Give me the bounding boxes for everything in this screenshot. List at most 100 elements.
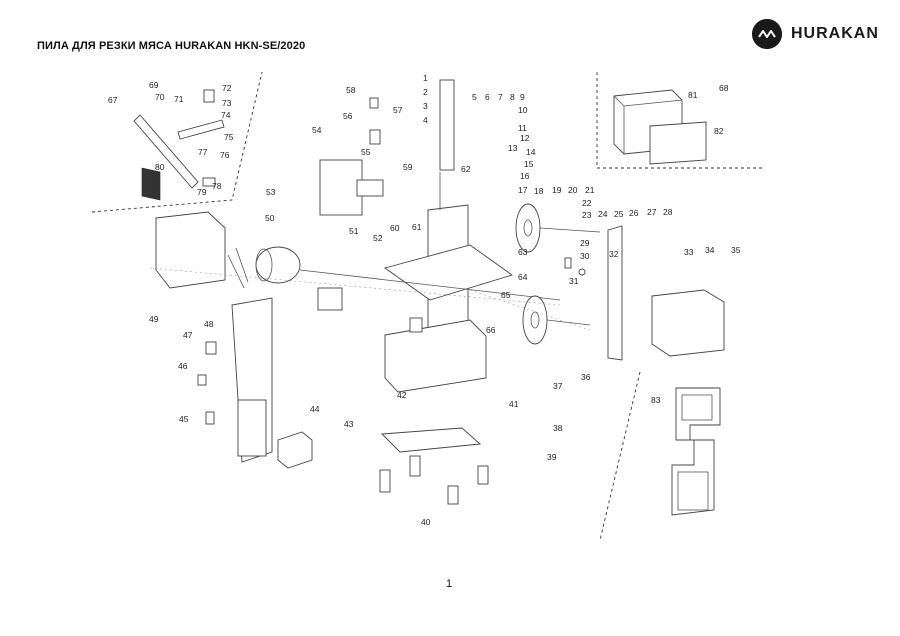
part-label: 4	[423, 115, 428, 125]
part-label: 19	[552, 185, 562, 195]
part-label: 36	[581, 372, 591, 382]
part-label: 1	[423, 73, 428, 83]
saw-body-drawing	[299, 79, 561, 393]
small-parts-drawing	[197, 97, 586, 425]
part-label: 52	[373, 233, 383, 243]
part-label: 15	[524, 159, 534, 169]
hurakan-logo-icon	[752, 19, 782, 49]
part-label: 37	[553, 381, 563, 391]
part-label: 60	[390, 223, 400, 233]
part-label: 26	[629, 208, 639, 218]
part-label: 45	[179, 414, 189, 424]
inset-divider-top-left	[91, 71, 263, 213]
part-label: 25	[614, 209, 624, 219]
cabinet-drawing	[613, 89, 707, 165]
part-label: 75	[224, 132, 234, 142]
part-label: 54	[312, 125, 322, 135]
part-label: 49	[149, 314, 159, 324]
part-label: 31	[569, 276, 579, 286]
part-label: 44	[310, 404, 320, 414]
part-label: 64	[518, 272, 528, 282]
part-label: 56	[343, 111, 353, 121]
part-label: 7	[498, 92, 503, 102]
part-label: 17	[518, 185, 528, 195]
part-label: 73	[222, 98, 232, 108]
part-label: 48	[204, 319, 214, 329]
part-label: 33	[684, 247, 694, 257]
base-and-feet-drawing	[277, 427, 489, 505]
part-label: 76	[220, 150, 230, 160]
part-label: 34	[705, 245, 715, 255]
part-labels: 1 2 3 4 5 6 7 8 9 10 11 12 13 14 15 16 1…	[108, 73, 741, 527]
part-label: 79	[197, 187, 207, 197]
part-label: 62	[461, 164, 471, 174]
part-label: 66	[486, 325, 496, 335]
part-label: 47	[183, 330, 193, 340]
brand-name: HURAKAN	[791, 25, 879, 42]
part-label: 80	[155, 162, 165, 172]
part-label: 8	[510, 92, 515, 102]
part-label: 82	[714, 126, 724, 136]
part-label: 11	[518, 123, 527, 133]
part-label: 55	[361, 147, 371, 157]
part-label: 39	[547, 452, 557, 462]
part-label: 24	[598, 209, 608, 219]
part-label: 6	[485, 92, 490, 102]
part-label: 32	[609, 249, 619, 259]
part-label: 53	[266, 187, 276, 197]
part-label: 41	[509, 399, 519, 409]
brand-logo: HURAKAN	[752, 18, 879, 50]
motor-drawing	[227, 246, 301, 289]
part-label: 63	[518, 247, 528, 257]
part-label: 43	[344, 419, 354, 429]
blade-wheels-drawing	[515, 203, 601, 345]
left-side-panels	[155, 211, 273, 463]
part-label: 23	[582, 210, 592, 220]
inset-divider-bottom-right	[599, 371, 641, 541]
part-label: 67	[108, 95, 118, 105]
part-label: 40	[421, 517, 431, 527]
page-title: ПИЛА ДЛЯ РЕЗКИ МЯСА HURAKAN HKN-SE/2020	[37, 40, 306, 52]
part-label: 42	[397, 390, 407, 400]
part-label: 18	[534, 186, 544, 196]
part-label: 74	[221, 110, 231, 120]
part-label: 14	[526, 147, 536, 157]
part-label: 70	[155, 92, 165, 102]
part-label: 22	[582, 198, 592, 208]
blade-guard-drawing	[607, 225, 725, 361]
part-label: 51	[349, 226, 359, 236]
part-label: 65	[501, 290, 511, 300]
part-label: 59	[403, 162, 413, 172]
part-label: 72	[222, 83, 232, 93]
part-label: 61	[412, 222, 422, 232]
part-label: 69	[149, 80, 159, 90]
part-label: 57	[393, 105, 403, 115]
part-label: 27	[647, 207, 657, 217]
part-label: 46	[178, 361, 188, 371]
part-label: 10	[518, 105, 528, 115]
part-label: 50	[265, 213, 275, 223]
part-label: 28	[663, 207, 673, 217]
part-label: 81	[688, 90, 698, 100]
page-number: 1	[446, 578, 453, 590]
part-label: 9	[520, 92, 525, 102]
part-label: 13	[508, 143, 518, 153]
part-label: 35	[731, 245, 741, 255]
part-label: 5	[472, 92, 477, 102]
part-label: 21	[585, 185, 595, 195]
part-label: 77	[198, 147, 208, 157]
part-label: 12	[520, 133, 530, 143]
part-label: 38	[553, 423, 563, 433]
part-label: 20	[568, 185, 578, 195]
part-label: 3	[423, 101, 428, 111]
part-label: 78	[212, 181, 222, 191]
part-label: 2	[423, 87, 428, 97]
part-label: 83	[651, 395, 661, 405]
part-label: 68	[719, 83, 729, 93]
part-label: 30	[580, 251, 590, 261]
part-label: 16	[520, 171, 530, 181]
inset-divider-top-right	[596, 72, 765, 169]
part-label: 29	[580, 238, 590, 248]
handle-assembly-drawing	[133, 89, 225, 201]
